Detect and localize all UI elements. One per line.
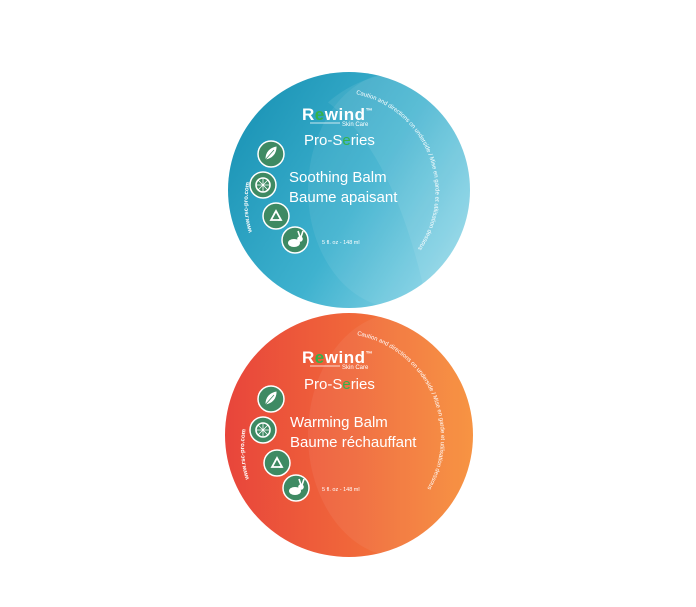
svg-text:Rewind™: Rewind™: [302, 105, 373, 124]
series-suffix: ries: [351, 376, 375, 393]
brand-prefix: R: [302, 105, 315, 124]
trademark: ™: [365, 108, 373, 115]
brand-accent-e: e: [315, 105, 325, 124]
subbrand: Skin Care: [342, 122, 369, 128]
svg-text:Rewind™: Rewind™: [302, 348, 373, 367]
series-title: Pro-Series: [304, 376, 375, 393]
product-name-en: Soothing Balm: [289, 169, 387, 186]
leaf-icon: [257, 140, 285, 168]
citrus-icon: [249, 171, 277, 199]
product-name-fr: Baume réchauffant: [290, 434, 417, 451]
warming-balm-label: Rewind™ Skin Care Pro-Series Warming Bal…: [225, 313, 473, 557]
series-prefix: Pro-S: [304, 132, 342, 149]
series-suffix: ries: [351, 132, 375, 149]
rabbit-icon: [281, 226, 309, 254]
citrus-icon: [249, 416, 277, 444]
rabbit-icon: [282, 474, 310, 502]
brand-prefix: R: [302, 348, 315, 367]
brand-accent-e: e: [315, 348, 325, 367]
warming-balm-lid: Rewind™ Skin Care Pro-Series Warming Bal…: [225, 313, 473, 558]
series-accent-e: e: [342, 132, 350, 149]
series-prefix: Pro-S: [304, 376, 342, 393]
soothing-balm-lid: Rewind™ Skin Care Pro-Series Soothing Ba…: [228, 72, 470, 308]
volume: 5 fl. oz - 148 ml: [322, 487, 360, 493]
recycle-icon: [263, 449, 291, 477]
series-title: Pro-Series: [304, 132, 375, 149]
subbrand: Skin Care: [342, 365, 369, 371]
recycle-icon: [262, 202, 290, 230]
soothing-balm-label: Rewind™ Skin Care Pro-Series Soothing Ba…: [228, 72, 470, 308]
volume: 5 fl. oz - 148 ml: [322, 240, 360, 246]
brand-logo: Rewind™ Skin Care Pro-Series: [302, 105, 375, 149]
brand-suffix: wind: [324, 105, 366, 124]
leaf-icon: [257, 385, 285, 413]
brand-suffix: wind: [324, 348, 366, 367]
website: www.rsc-pro.com: [244, 182, 255, 234]
trademark: ™: [365, 351, 373, 358]
website: www.rsc-pro.com: [240, 429, 251, 481]
product-name-en: Warming Balm: [290, 414, 388, 431]
brand-logo: Rewind™ Skin Care Pro-Series: [302, 348, 375, 393]
series-accent-e: e: [342, 376, 350, 393]
product-name-fr: Baume apaisant: [289, 189, 398, 206]
